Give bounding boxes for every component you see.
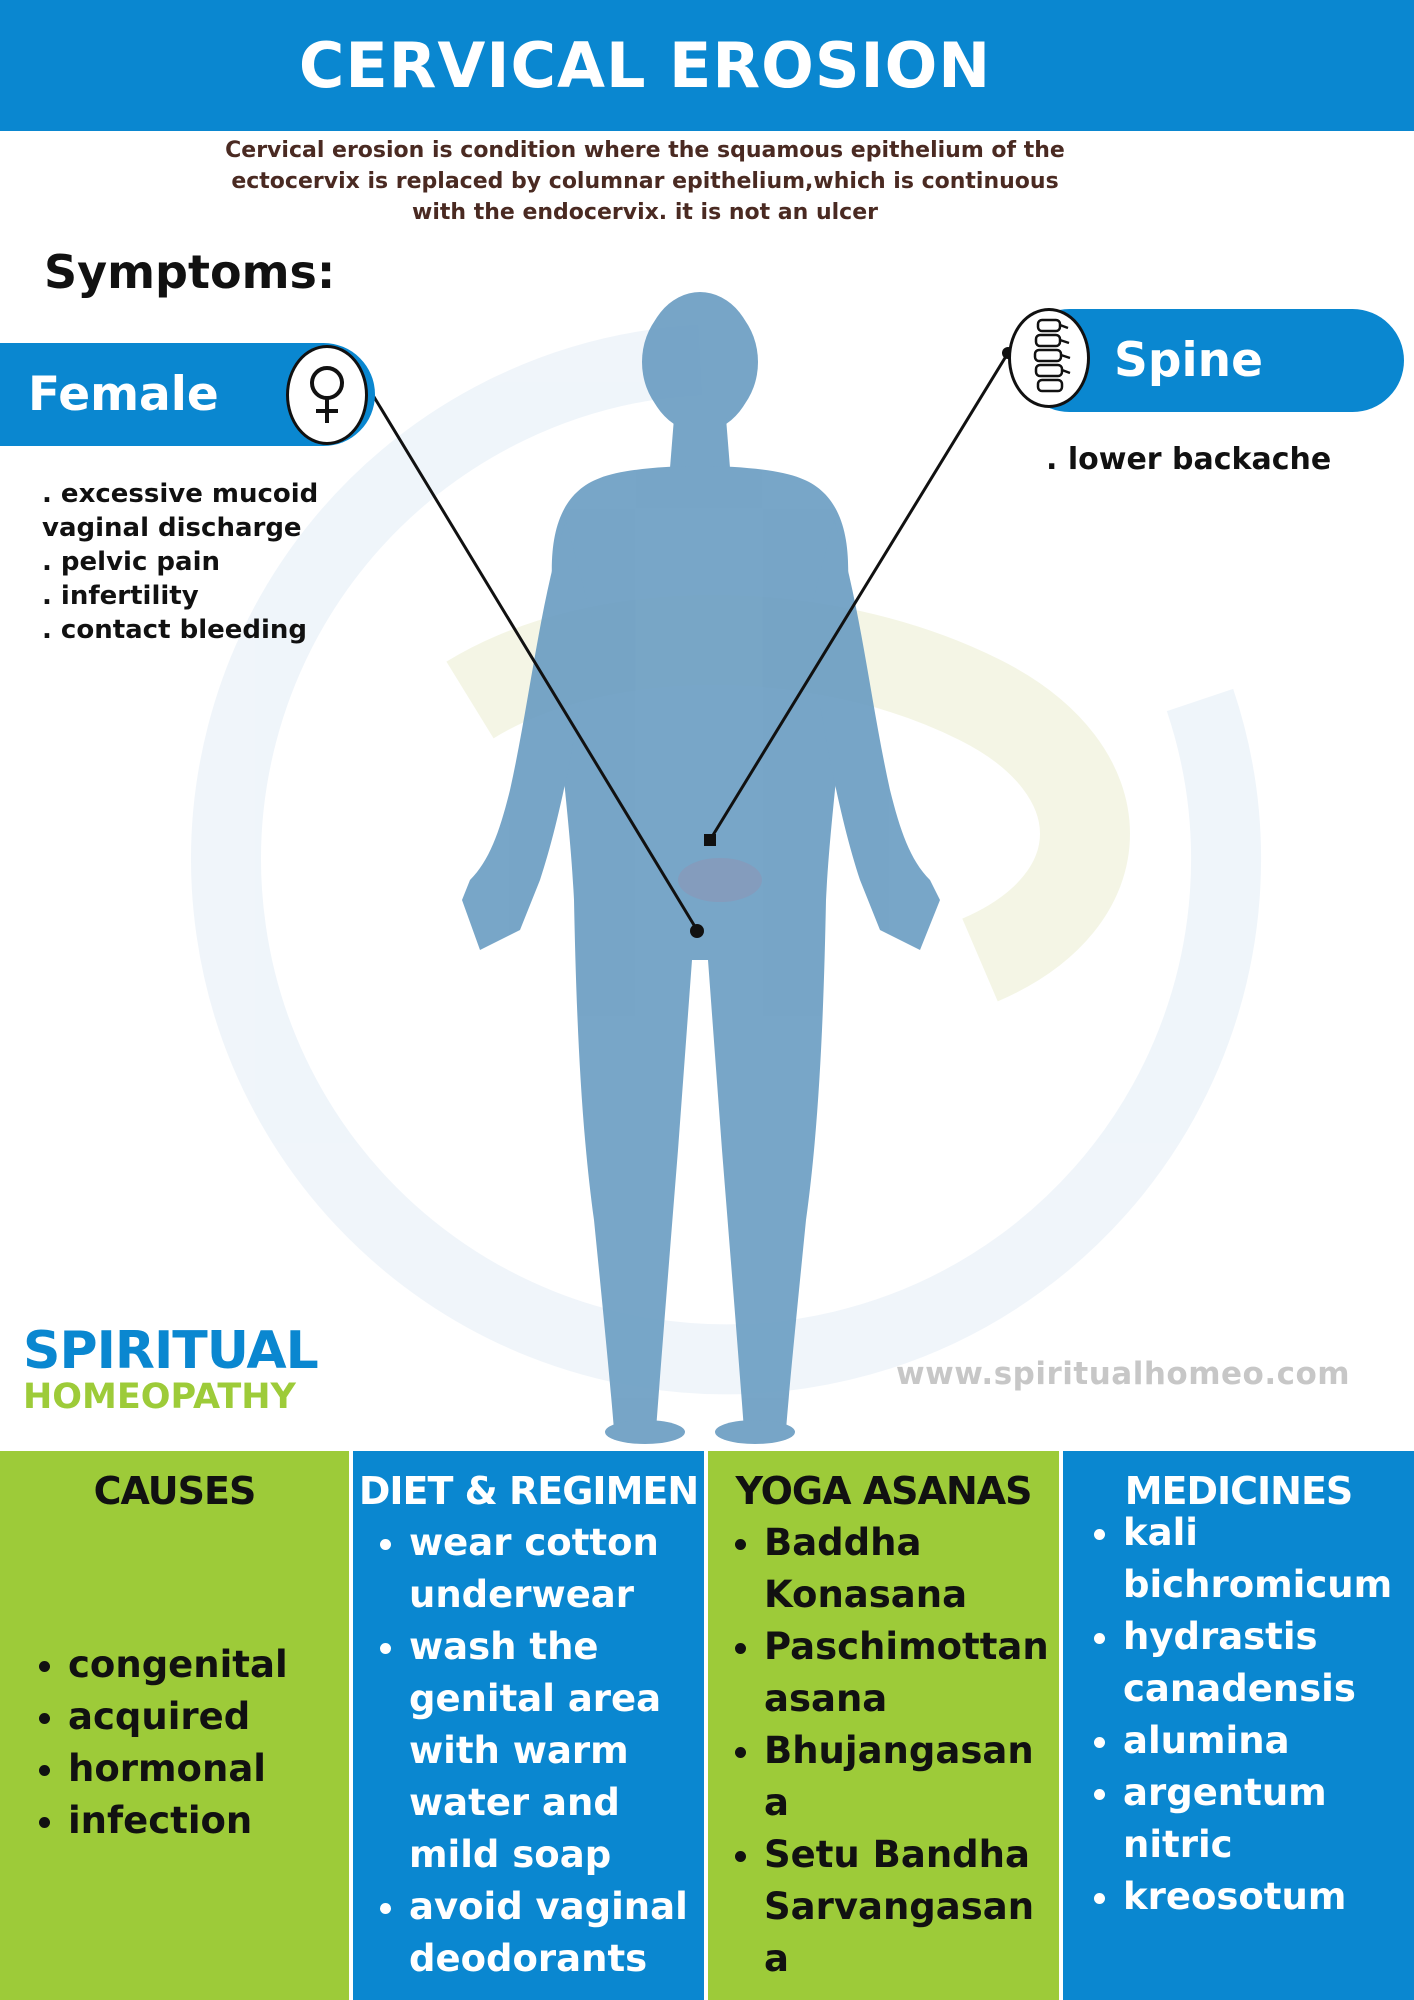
symptoms-heading: Symptoms: [44,245,336,299]
female-symptom-item: . excessive mucoid [42,479,319,509]
causes-column: CAUSES congenital acquired hormonal infe… [0,1451,349,2000]
header-banner: CERVICAL EROSION [0,0,1414,131]
yoga-item: Bhujangasan a [764,1725,1053,1829]
medicine-item: kali bichromicum [1123,1507,1410,1611]
female-label: Female [28,367,219,422]
human-body-silhouette [462,292,940,1444]
brand-name-line2: HOMEOPATHY [23,1377,296,1417]
cause-item: infection [68,1795,349,1847]
medicine-item: hydrastis canadensis [1123,1611,1410,1715]
yoga-column: YOGA ASANAS Baddha Konasana Paschimottan… [704,1451,1059,2000]
female-symbol-icon [286,345,368,445]
diet-item: wear cotton underwear [409,1517,696,1621]
diet-title: DIET & REGIMEN [358,1469,699,1513]
spine-icon [1008,308,1090,408]
medicine-item: alumina [1123,1715,1410,1767]
female-symptom-item: . pelvic pain [42,547,220,577]
medicines-list: kali bichromicum hydrastis canadensis al… [1063,1507,1414,1923]
medicines-title: MEDICINES [1124,1469,1354,1513]
causes-title: CAUSES [93,1469,257,1513]
female-symptoms-list: . excessive mucoid vaginal discharge . p… [42,477,318,647]
female-symptom-item: vaginal discharge [42,513,302,543]
female-symptom-item: . contact bleeding [42,615,308,645]
brand-name-line1: SPIRITUAL [23,1321,319,1381]
spine-symptoms-list: . lower backache [1046,442,1331,477]
diet-item: avoid vaginal deodorants [409,1881,696,1985]
cause-item: congenital [68,1639,349,1691]
medicine-item: argentum nitric [1123,1767,1410,1871]
female-connector-line [366,386,699,931]
cause-item: hormonal [68,1743,349,1795]
yoga-list: Baddha Konasana Paschimottan asana Bhuja… [708,1517,1059,1985]
yoga-item: Setu Bandha Sarvangasan a [764,1829,1053,1985]
info-columns: CAUSES congenital acquired hormonal infe… [0,1451,1414,2000]
medicine-item: kreosotum [1123,1871,1410,1923]
cause-item: acquired [68,1691,349,1743]
yoga-title: YOGA ASANAS [735,1469,1032,1513]
diet-item: wash the genital area with warm water an… [409,1621,696,1881]
female-symptom-item: . infertility [42,581,199,611]
spine-label: Spine [1114,333,1263,388]
diet-list: wear cotton underwear wash the genital a… [353,1517,704,1985]
watermark-logo [191,325,1262,1395]
yoga-item: Paschimottan asana [764,1621,1053,1725]
intro-description: Cervical erosion is condition where the … [225,138,1065,225]
spine-connector-line [708,352,1010,841]
diet-column: DIET & REGIMEN wear cotton underwear was… [349,1451,704,2000]
page-title: CERVICAL EROSION [298,29,992,102]
website-url: www.spiritualhomeo.com [896,1356,1351,1392]
causes-list: congenital acquired hormonal infection [0,1639,349,1847]
medicines-column: MEDICINES kali bichromicum hydrastis can… [1059,1451,1414,2000]
brand-logo: SPIRITUAL HOMEOPATHY [23,1321,319,1417]
spine-symptom-item: . lower backache [1046,442,1332,477]
yoga-item: Baddha Konasana [764,1517,1053,1621]
